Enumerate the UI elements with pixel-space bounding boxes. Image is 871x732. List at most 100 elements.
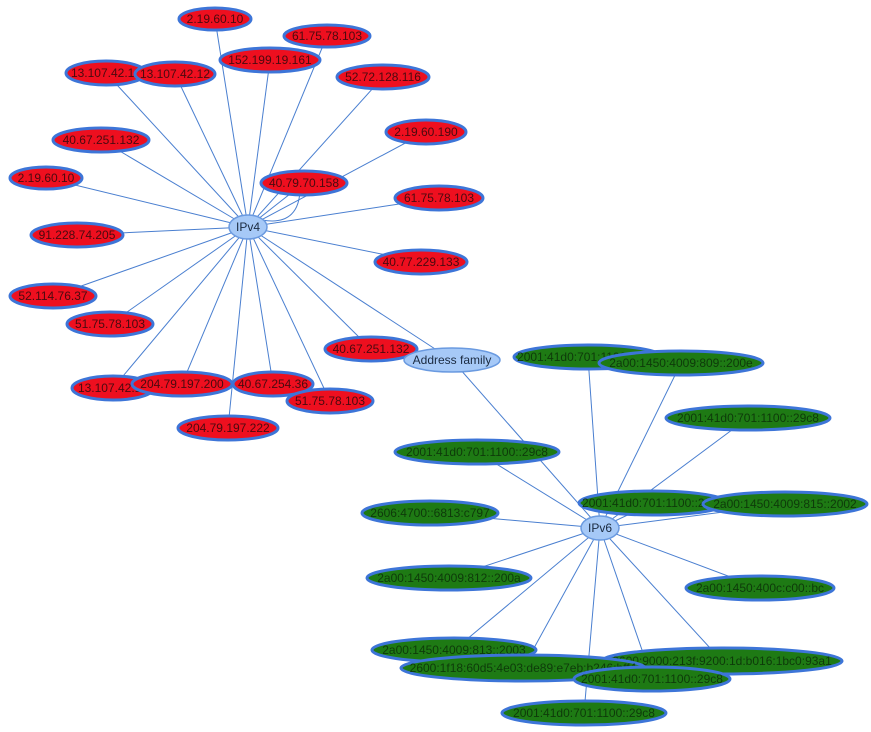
ipv4-node-2-19-60-10[interactable]: 2.19.60.10: [8, 165, 84, 191]
ipv4-node-61-75-78-103-label: 61.75.78.103: [404, 191, 474, 205]
edge-ipv4-17: [181, 226, 249, 385]
ipv6-node-2001-41d0-701-1100-29c8[interactable]: 2001:41d0:701:1100::29c8: [500, 699, 668, 727]
ipv4-node-40-67-254-36-shape: [231, 370, 315, 398]
ipv4-node-40-67-251-132[interactable]: 40.67.251.132: [51, 126, 151, 154]
edge-ipv6-11: [522, 527, 601, 669]
edge-ipv6-10: [599, 527, 723, 662]
ipv6-node-2a00-1450-4009-809-200e-shape: [597, 349, 765, 377]
ipv6-node-2606-4700-6813-c797-shape: [360, 499, 500, 527]
root-address-family-label: Address family: [413, 353, 492, 367]
ipv4-node-40-77-229-133[interactable]: 40.77.229.133: [373, 248, 469, 276]
ipv6-node-2001-41d0-701-1100-29c8-shape: [500, 699, 668, 727]
ipv6-node-2a00-1450-4009-812-200a[interactable]: 2a00:1450:4009:812::200a: [365, 564, 533, 592]
hub-ipv6[interactable]: IPv6: [580, 515, 620, 541]
ipv4-node-52-114-76-37-label: 52.114.76.37: [18, 289, 88, 303]
nodes-layer: 2.19.60.1061.75.78.103152.199.19.16113.1…: [8, 6, 869, 727]
edge-ipv4-2: [247, 59, 271, 228]
ipv6-node-2606-4700-6813-c797[interactable]: 2606:4700::6813:c797: [360, 499, 500, 527]
ipv6-node-2a00-1450-400c-c00-bc-shape: [684, 574, 836, 602]
hub-ipv4-shape: [228, 214, 268, 240]
edge-root-ipv4: [247, 226, 453, 361]
ipv4-node-61-75-78-103[interactable]: 61.75.78.103: [393, 184, 485, 212]
ipv4-node-91-228-74-205-label: 91.228.74.205: [39, 228, 116, 242]
ipv4-node-40-79-70-158-shape: [259, 169, 349, 197]
ipv4-node-2-19-60-190-label: 2.19.60.190: [394, 125, 458, 139]
ipv4-node-61-75-78-103-shape: [282, 23, 372, 49]
ipv6-node-2001-41d0-701-1100-29c8[interactable]: 2001:41d0:701:1100::29c8: [572, 665, 732, 693]
ipv4-node-13-107-42-12[interactable]: 13.107.42.12: [64, 59, 148, 87]
ipv4-node-40-67-251-132-label: 40.67.251.132: [63, 133, 140, 147]
ipv6-node-2001-41d0-701-1100-29c8-label: 2001:41d0:701:1100::29c8: [582, 496, 724, 510]
ipv4-node-91-228-74-205[interactable]: 91.228.74.205: [29, 221, 125, 249]
ipv4-node-52-114-76-37-shape: [8, 282, 98, 310]
ipv4-node-52-72-128-116[interactable]: 52.72.128.116: [335, 63, 431, 91]
ipv6-node-2a00-1450-4009-812-200a-shape: [365, 564, 533, 592]
ipv4-node-51-75-78-103[interactable]: 51.75.78.103: [65, 310, 155, 338]
ipv4-node-40-67-251-132[interactable]: 40.67.251.132: [323, 335, 419, 363]
ipv4-node-204-79-197-222-shape: [176, 414, 280, 442]
ipv4-node-61-75-78-103[interactable]: 61.75.78.103: [282, 23, 372, 49]
ipv4-node-152-199-19-161-shape: [218, 46, 322, 74]
ipv4-node-40-67-251-132-label: 40.67.251.132: [333, 342, 410, 356]
ipv4-node-204-79-197-200[interactable]: 204.79.197.200: [130, 370, 234, 398]
edge-ipv4-3: [105, 72, 249, 228]
ipv6-node-2a00-1450-400c-c00-bc-label: 2a00:1450:400c:c00::bc: [696, 581, 824, 595]
ipv4-node-204-79-197-222[interactable]: 204.79.197.222: [176, 414, 280, 442]
ipv4-node-51-75-78-103-shape: [285, 387, 375, 415]
ipv4-node-2-19-60-10-label: 2.19.60.10: [18, 171, 75, 185]
ipv6-node-2a00-1450-4009-809-200e[interactable]: 2a00:1450:4009:809::200e: [597, 349, 765, 377]
ipv4-node-40-79-70-158-label: 40.79.70.158: [269, 176, 339, 190]
edge-ipv4-8: [45, 177, 249, 228]
ipv4-node-51-75-78-103-label: 51.75.78.103: [75, 317, 145, 331]
ipv6-node-2a00-1450-4009-815-2002[interactable]: 2a00:1450:4009:815::2002: [701, 490, 869, 518]
ipv6-node-2001-41d0-701-1100-29c8-label: 2001:41d0:701:1100::29c8: [677, 411, 819, 425]
edge-ipv6-9: [453, 527, 601, 651]
root-address-family[interactable]: Address family: [403, 347, 501, 373]
ipv4-node-51-75-78-103-label: 51.75.78.103: [295, 394, 365, 408]
ipv6-node-2001-41d0-701-1100-29c8[interactable]: 2001:41d0:701:1100::29c8: [664, 404, 832, 432]
ipv6-node-2001-41d0-701-1100-29c8-label: 2001:41d0:701:1100::29c8: [406, 445, 548, 459]
ipv6-node-2606-4700-6813-c797-label: 2606:4700::6813:c797: [370, 506, 490, 520]
root-address-family-shape: [403, 347, 501, 373]
ipv6-node-2a00-1450-4009-815-2002-shape: [701, 490, 869, 518]
ipv4-node-2-19-60-190[interactable]: 2.19.60.190: [384, 118, 468, 146]
ipv6-node-2600-1f18-60d5-4e03-de89-e7eb-b246-bff4-label: 2600:1f18:60d5:4e03:de89:e7eb:b246:bff4: [410, 661, 637, 675]
ipv4-node-61-75-78-103-label: 61.75.78.103: [292, 29, 362, 43]
ipv4-node-40-79-70-158[interactable]: 40.79.70.158: [259, 169, 349, 197]
ipv4-node-51-75-78-103[interactable]: 51.75.78.103: [285, 387, 375, 415]
ipv6-node-2001-41d0-701-1100-29c8-label: 2001:41d0:701:1100::29c8: [513, 706, 655, 720]
edge-ipv4-0: [214, 18, 249, 228]
ipv6-node-2001-41d0-701-1100-29c8-label: 2001:41d0:701:1100::29c8: [581, 672, 723, 686]
ipv6-node-2001-41d0-701-1100-29c8[interactable]: 2001:41d0:701:1100::29c8: [577, 489, 729, 517]
ipv4-node-204-79-197-200-label: 204.79.197.200: [140, 377, 224, 391]
ipv4-node-40-77-229-133-label: 40.77.229.133: [383, 255, 460, 269]
ipv6-node-2a00-1450-400c-c00-bc[interactable]: 2a00:1450:400c:c00::bc: [684, 574, 836, 602]
ipv6-node-2001-41d0-701-1100-29c8-shape: [393, 438, 561, 466]
ipv4-node-52-72-128-116-label: 52.72.128.116: [345, 70, 421, 84]
ipv4-node-52-114-76-37[interactable]: 52.114.76.37: [8, 282, 98, 310]
ipv4-node-13-107-42-12-label: 13.107.42.12: [71, 66, 141, 80]
ipv4-node-51-75-78-103-shape: [65, 310, 155, 338]
ipv4-node-2-19-60-10-shape: [177, 6, 253, 32]
edge-ipv4-14: [109, 226, 249, 325]
edge-ipv4-20: [227, 226, 249, 429]
ipv4-node-2-19-60-10[interactable]: 2.19.60.10: [177, 6, 253, 32]
ipv4-node-13-107-42-12[interactable]: 13.107.42.12: [133, 60, 217, 88]
ipv6-node-2a00-1450-4009-815-2002-label: 2a00:1450:4009:815::2002: [713, 497, 857, 511]
ipv4-node-40-67-251-132-shape: [51, 126, 151, 154]
ipv6-node-2001-41d0-701-1100-29c8-shape: [664, 404, 832, 432]
edge-ipv4-4: [174, 73, 249, 228]
ipv4-node-2-19-60-190-shape: [384, 118, 468, 146]
ipv4-node-152-199-19-161[interactable]: 152.199.19.161: [218, 46, 322, 74]
edge-ipv4-18: [247, 226, 274, 385]
hub-ipv4[interactable]: IPv4: [228, 214, 268, 240]
ipv6-node-2a00-1450-4009-812-200a-label: 2a00:1450:4009:812::200a: [377, 571, 521, 585]
ipv4-node-40-67-254-36[interactable]: 40.67.254.36: [231, 370, 315, 398]
ipv4-node-204-79-197-222-label: 204.79.197.222: [186, 421, 270, 435]
ipv4-node-40-67-251-132-shape: [323, 335, 419, 363]
ipv4-node-61-75-78-103-shape: [393, 184, 485, 212]
edge-ipv4-6: [100, 139, 249, 228]
ipv6-node-2001-41d0-701-1100-29c8-shape: [572, 665, 732, 693]
edge-ipv4-16: [112, 226, 249, 389]
ipv6-node-2001-41d0-701-1100-29c8[interactable]: 2001:41d0:701:1100::29c8: [393, 438, 561, 466]
